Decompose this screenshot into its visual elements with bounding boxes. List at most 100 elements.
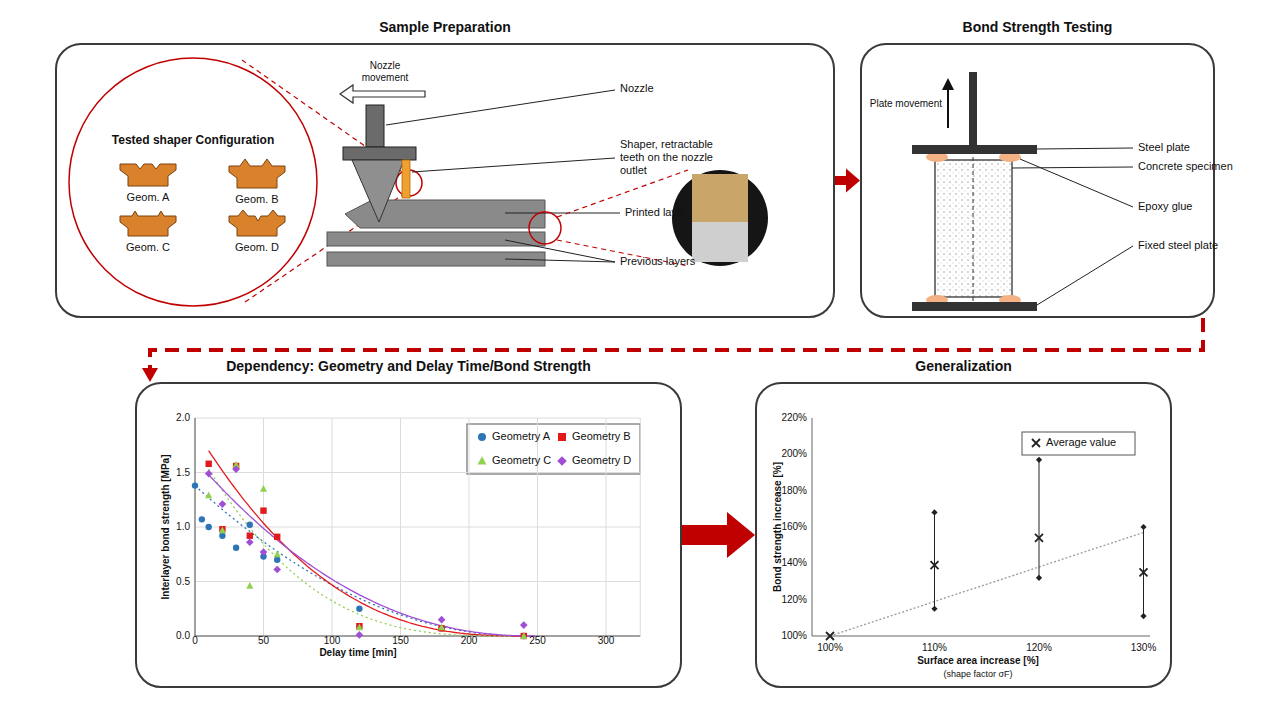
legend-swatch [1029, 436, 1043, 450]
tick-label: 1.5 [176, 467, 190, 479]
data-point [219, 500, 227, 508]
movement-arrow [947, 88, 949, 128]
trend-curve [209, 451, 524, 636]
part-name: Epoxy glue [1138, 200, 1192, 213]
axis-title: Bond strength increase [%] [772, 462, 784, 592]
concrete-specimen [935, 160, 1012, 297]
axis-line [973, 150, 974, 304]
data-point [206, 524, 212, 530]
data-point [233, 545, 239, 551]
tick-label: 250 [529, 635, 546, 647]
legend-text: Geometry D [572, 454, 631, 467]
tick-label: 0.0 [176, 630, 190, 642]
average-marker [826, 632, 834, 640]
grid-line [195, 418, 640, 419]
arrow-head [846, 169, 860, 193]
data-point [356, 631, 364, 639]
data-point [246, 538, 254, 546]
tick-label: 1.0 [176, 521, 190, 533]
data-point [274, 557, 280, 563]
steel-plate [912, 145, 1037, 154]
axis-subtitle: (shape factor σF) [943, 669, 1012, 680]
data-point [356, 606, 362, 612]
circle-shape [69, 58, 317, 306]
grid-line [400, 418, 401, 636]
zoom-circle [529, 212, 561, 244]
epoxy-glue [999, 295, 1021, 305]
trend-curve [195, 486, 524, 636]
epoxy-glue [926, 295, 948, 305]
range-end [1036, 457, 1042, 463]
data-point [356, 623, 363, 630]
tick-label: 100 [324, 635, 341, 647]
circle-outline [68, 57, 318, 307]
axis-title: Interlayer bond strength [MPa] [160, 454, 172, 599]
tick-label: 0.5 [176, 576, 190, 588]
range-bar [1039, 460, 1040, 578]
legend-text: Geometry B [572, 430, 631, 443]
section-panel: Sample PreparationTested shaper Configur… [55, 43, 835, 318]
leader-line [505, 259, 615, 262]
leader-line [1012, 167, 1133, 168]
geometry-name: Geom. D [235, 241, 279, 254]
movement-arrow [340, 85, 425, 103]
legend-marker [1032, 439, 1040, 447]
range-end [1140, 524, 1146, 530]
movement-label: Nozzle movement [350, 60, 420, 84]
part-name: Nozzle [620, 82, 654, 95]
epoxy-glue [926, 152, 948, 162]
nozzle-stem [366, 105, 384, 147]
grid-line [640, 418, 641, 636]
data-point [520, 621, 528, 629]
flow-arrow [835, 169, 860, 193]
tick-label: 130% [1131, 642, 1157, 654]
data-point [233, 463, 239, 469]
data-point [273, 566, 281, 574]
photo-top-layer [692, 174, 748, 222]
nozzle-tip [352, 160, 404, 222]
tick-label: 180% [781, 485, 807, 497]
leader-line [505, 213, 620, 214]
data-point [438, 625, 444, 631]
leader-line [505, 240, 615, 262]
trend-line [830, 532, 1144, 636]
grid-line [606, 418, 607, 636]
part-name: Fixed steel plate [1138, 239, 1218, 252]
data-point [247, 522, 253, 528]
data-point [246, 582, 253, 589]
nozzle-body [343, 147, 416, 160]
tick-label: 100% [817, 642, 843, 654]
range-end [1036, 575, 1042, 581]
tick-label: 200% [781, 448, 807, 460]
data-point [260, 507, 266, 513]
part-name: Steel plate [1138, 141, 1190, 154]
legend-text: Geometry C [492, 454, 551, 467]
tick-label: 110% [922, 642, 947, 654]
legend-text: Geometry A [492, 430, 550, 443]
data-point [192, 482, 198, 488]
legend-swatch [555, 430, 569, 444]
data-point [219, 533, 225, 539]
panel-heading: Bond Strength Testing [862, 19, 1213, 35]
data-point [260, 548, 268, 556]
average-marker [931, 561, 939, 569]
legend-frame [467, 424, 640, 474]
leader-line [1020, 159, 1133, 207]
data-point [247, 533, 253, 539]
part-name: Previous layers [620, 255, 695, 268]
data-point [438, 616, 446, 624]
previous-layer [327, 252, 545, 266]
section-panel: Bond Strength Testing [860, 43, 1215, 318]
geometry-name: Geom. B [235, 193, 278, 206]
tick-label: 160% [781, 521, 807, 533]
data-point [260, 553, 266, 559]
tick-label: 50 [258, 635, 269, 647]
axis-line [812, 636, 1150, 637]
data-point [438, 625, 444, 631]
epoxy-glue [999, 152, 1021, 162]
zoom-circle [396, 170, 422, 196]
tick-label: 0 [192, 635, 198, 647]
arrow-head [142, 368, 158, 382]
tick-label: 200 [461, 635, 478, 647]
movement-label: Plate movement [870, 98, 942, 110]
